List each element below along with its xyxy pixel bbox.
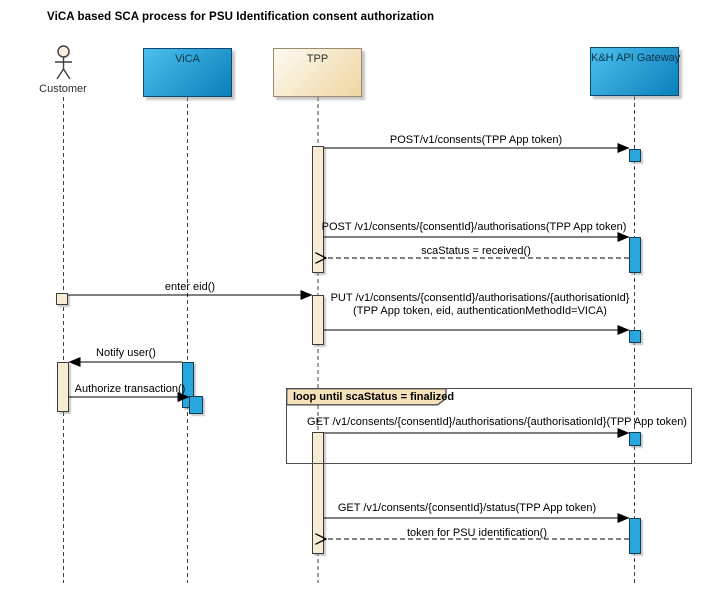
activation-bar-gateway-4: [629, 432, 641, 446]
activation-bar-customer-2: [57, 362, 69, 412]
message-notify-user: Notify user(): [96, 347, 156, 359]
message-get-status: GET /v1/consents/{consentId}/status(TPP …: [337, 502, 597, 514]
participant-vica-label: ViCA: [175, 53, 200, 65]
message-post-consents: POST/v1/consents(TPP App token): [389, 134, 563, 146]
activation-bar-tpp-3: [312, 432, 324, 554]
activation-bar-gateway-3: [629, 330, 641, 343]
loop-header-pentagon: [286, 388, 447, 406]
loop-label: loop until scaStatus = finalized: [293, 391, 455, 403]
message-return-token: token for PSU identification(): [406, 527, 548, 539]
activation-bar-customer-1: [56, 293, 68, 305]
message-get-authorisation: GET /v1/consents/{consentId}/authorisati…: [307, 416, 687, 428]
activation-bar-gateway-2: [629, 237, 641, 273]
loop-fragment: [286, 388, 692, 464]
participant-vica: ViCA: [143, 48, 232, 97]
participant-gateway-label: K&H API Gateway: [591, 52, 681, 64]
actor-icon: [55, 45, 72, 80]
activation-bar-gateway-1: [629, 149, 641, 162]
diagram-title: ViCA based SCA process for PSU Identific…: [47, 11, 435, 23]
activation-bar-gateway-5: [629, 518, 641, 554]
participant-tpp: TPP: [273, 48, 362, 97]
message-return-scastatus: scaStatus = received(): [421, 245, 531, 257]
participant-tpp-label: TPP: [306, 53, 329, 65]
participant-customer-label: Customer: [39, 83, 87, 95]
message-put-authorisation-line1: PUT /v1/consents/{consentId}/authorisati…: [330, 292, 630, 304]
activation-bar-vica-nested: [189, 396, 203, 414]
message-enter-eid: enter eid(): [164, 281, 216, 293]
participant-gateway: K&H API Gateway: [590, 47, 681, 96]
message-put-authorisation: PUT /v1/consents/{consentId}/authorisati…: [331, 292, 630, 318]
activation-bar-tpp-1: [312, 146, 324, 273]
message-authorize-transaction: Authorize transaction(): [74, 383, 186, 395]
message-post-authorisations: POST /v1/consents/{consentId}/authorisat…: [321, 221, 627, 233]
message-put-authorisation-line2: (TPP App token, eid, authenticationMetho…: [353, 305, 607, 317]
activation-bar-tpp-2: [312, 295, 324, 345]
